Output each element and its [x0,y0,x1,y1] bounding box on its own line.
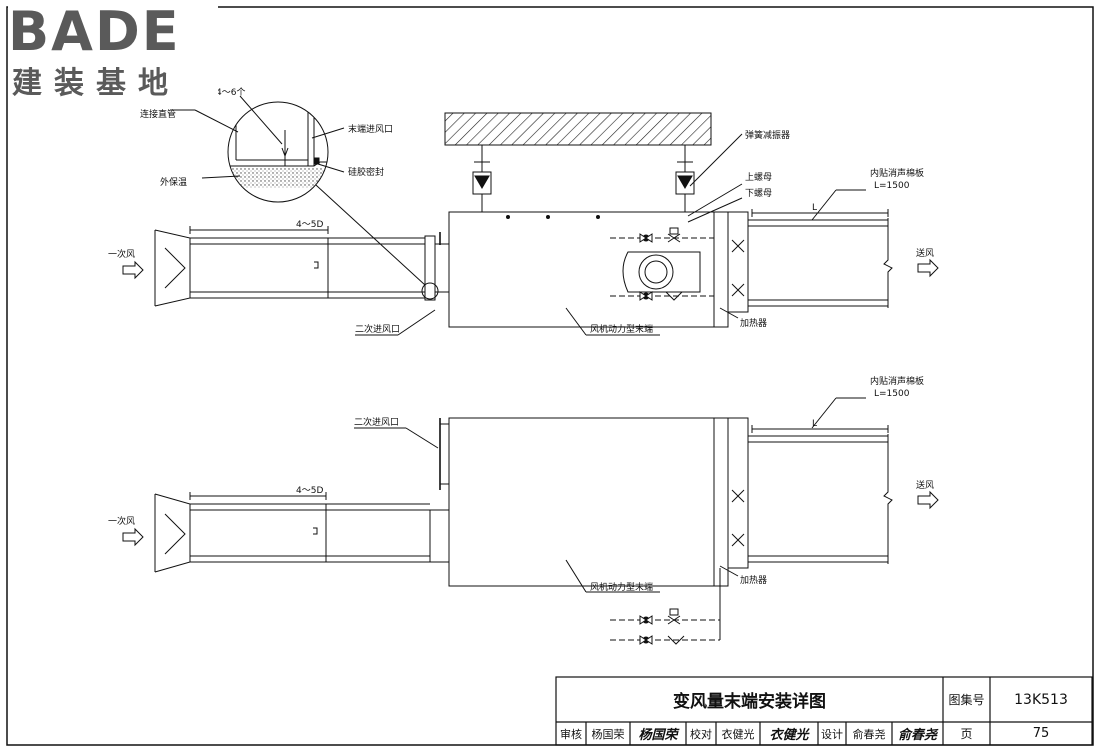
fan-impeller [622,251,701,293]
ceiling-slab [444,112,712,146]
designer-name: 俞春尧 [852,727,886,741]
page-number: 75 [1032,726,1050,741]
label-fan-terminal-top: 风机动力型末端 [590,323,653,335]
label-supply-air-top: 送风 [916,247,934,259]
top-elevation [122,112,939,336]
label-silicone-seal: 硅胶密封 [348,166,384,178]
label-duct-dim-bottom: 4～5D [296,486,323,496]
bottom-elevation [122,397,939,645]
label-secondary-inlet-top: 二次进风口 [355,323,400,335]
bade-logo: BADE 建装基地 [8,4,218,108]
drawing-frame [6,6,1094,746]
title-block-grid [555,676,1093,746]
label-connecting-duct: 连接直管 [140,108,176,120]
label-L-bottom: L [812,419,817,429]
label-length-top: L=1500 [874,181,910,191]
logo-subtitle: 建装基地 [12,66,180,101]
heater-bottom [713,417,729,587]
heater-top [713,211,729,328]
label-heater-top: 加热器 [740,317,767,329]
label-lined-sound-board-top: 内贴消声棉板 [870,167,924,179]
valve-line-lower [610,291,716,301]
label-duct-dim-top: 4～5D [296,220,323,230]
page-label: 页 [960,727,973,741]
check-label: 校对 [690,727,712,741]
review-label: 审核 [560,727,582,741]
label-external-insulation: 外保温 [160,176,187,188]
design-label: 设计 [821,727,843,741]
drawing-title: 变风量末端安装详图 [673,692,826,712]
label-spring-damper: 弹簧减振器 [745,129,790,141]
label-primary-air-top: 一次风 [108,248,135,260]
label-terminal-inlet: 末端进风口 [348,123,393,135]
fan-terminal-box-bottom [448,417,715,587]
magnifier-target [421,282,439,300]
title-block: 变风量末端安装详图 图集号 13K513 审核 杨国荣 杨国荣 校对 衣健光 衣… [556,677,1092,745]
magnifier-detail [170,95,345,203]
atlas-no: 13K513 [1014,691,1068,708]
label-L-top: L [812,203,817,213]
reviewer-name: 杨国荣 [591,727,625,741]
designer-signature: 俞春尧 [897,728,937,743]
valve-line-upper [610,227,716,243]
label-supply-air-bottom: 送风 [916,479,934,491]
label-length-bottom: L=1500 [874,389,910,399]
logo-brand: BADE [8,0,181,63]
label-secondary-inlet-bottom: 二次进风口 [354,416,399,428]
checker-name: 衣健光 [721,727,755,741]
label-lined-sound-board-bottom: 内贴消声棉板 [870,375,924,387]
label-upper-nut: 上螺母 [745,172,772,183]
atlas-no-label: 图集号 [948,693,985,707]
label-lower-nut: 下螺母 [745,188,772,199]
label-heater-bottom: 加热器 [740,574,767,586]
reviewer-signature: 杨国荣 [638,728,678,743]
checker-signature: 衣健光 [769,728,809,743]
label-primary-air-bottom: 一次风 [108,515,135,527]
label-fan-terminal-bottom: 风机动力型末端 [590,581,653,593]
